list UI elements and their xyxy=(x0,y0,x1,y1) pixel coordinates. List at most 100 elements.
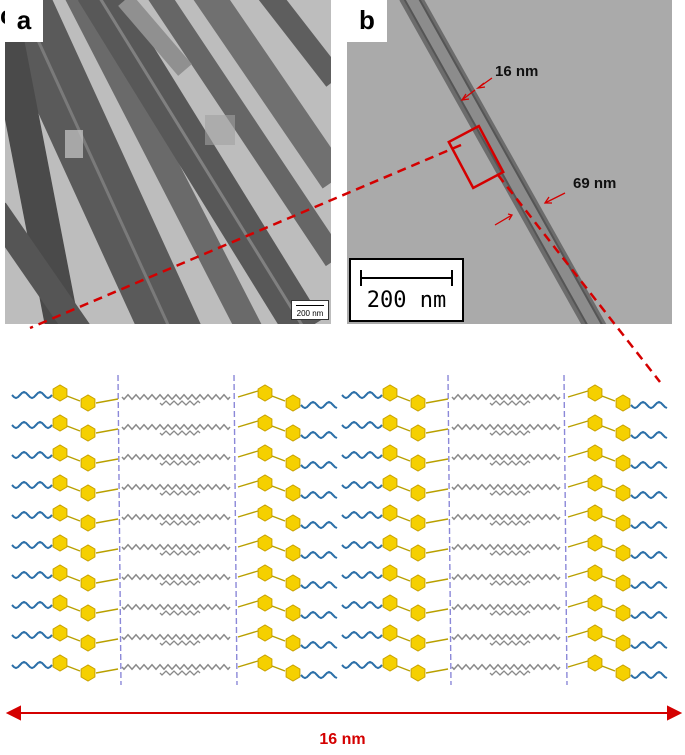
hex-link xyxy=(425,488,449,494)
hex-link xyxy=(396,575,411,582)
alkyl-chain xyxy=(451,483,561,491)
hex-link xyxy=(237,600,259,608)
blue-tail xyxy=(630,640,668,650)
hexagon xyxy=(615,604,631,622)
alkyl-chain xyxy=(489,460,531,466)
alkyl-chain xyxy=(451,393,561,401)
hexagon xyxy=(80,574,96,592)
hexagon xyxy=(52,444,68,462)
hexagon xyxy=(285,484,301,502)
hex-link xyxy=(271,425,286,432)
blue-tail xyxy=(630,610,668,620)
hexagon xyxy=(285,574,301,592)
hexagon xyxy=(410,574,426,592)
hex-link xyxy=(271,395,286,402)
hex-link xyxy=(567,600,589,608)
hexagon xyxy=(52,594,68,612)
hexagon xyxy=(382,474,398,492)
hexagon xyxy=(52,384,68,402)
hexagon xyxy=(257,594,273,612)
panel-label-a: a xyxy=(5,0,43,42)
blue-tail xyxy=(630,400,668,410)
alkyl-chain xyxy=(159,670,201,676)
linker-column xyxy=(563,374,568,686)
blue-tail xyxy=(300,670,338,680)
hex-link xyxy=(567,630,589,638)
hexagon xyxy=(52,624,68,642)
blue-tail xyxy=(300,400,338,410)
alkyl-chain xyxy=(489,580,531,586)
blue-tail xyxy=(341,600,383,610)
blue-tail xyxy=(11,570,53,580)
hex-link xyxy=(95,578,119,584)
width-label-16nm: 16 nm xyxy=(495,63,539,80)
hexagon xyxy=(80,664,96,682)
hexagon xyxy=(410,664,426,682)
hex-link xyxy=(425,458,449,464)
hex-link xyxy=(601,425,616,432)
hexagon xyxy=(587,384,603,402)
blue-tail xyxy=(630,520,668,530)
hex-link xyxy=(237,450,259,458)
blue-tail xyxy=(11,420,53,430)
hexagon xyxy=(382,534,398,552)
hexagon xyxy=(285,454,301,472)
hex-link xyxy=(271,455,286,462)
hexagon xyxy=(80,484,96,502)
alkyl-chain xyxy=(121,633,231,641)
hex-link xyxy=(425,608,449,614)
hexagon xyxy=(257,564,273,582)
hex-link xyxy=(237,510,259,518)
hex-link xyxy=(567,540,589,548)
alkyl-chain xyxy=(159,550,201,556)
hex-link xyxy=(396,425,411,432)
hexagon xyxy=(587,624,603,642)
hex-link xyxy=(425,428,449,434)
hex-link xyxy=(66,665,81,672)
hex-link xyxy=(66,545,81,552)
blue-tail xyxy=(300,520,338,530)
blue-tail xyxy=(300,490,338,500)
blue-tail xyxy=(630,670,668,680)
hexagon xyxy=(257,414,273,432)
hex-link xyxy=(271,545,286,552)
alkyl-chain xyxy=(121,393,231,401)
alkyl-chain xyxy=(489,490,531,496)
hex-link xyxy=(601,515,616,522)
hexagon xyxy=(285,544,301,562)
hexagon xyxy=(52,504,68,522)
alkyl-chain xyxy=(159,400,201,406)
hexagon xyxy=(615,514,631,532)
hexagon xyxy=(587,594,603,612)
blue-tail xyxy=(341,390,383,400)
hexagon xyxy=(52,474,68,492)
hexagon xyxy=(80,514,96,532)
hex-link xyxy=(425,548,449,554)
hexagon xyxy=(257,444,273,462)
alkyl-chain xyxy=(489,400,531,406)
hex-link xyxy=(271,575,286,582)
hexagon xyxy=(80,604,96,622)
hexagon xyxy=(587,444,603,462)
hex-link xyxy=(237,660,259,668)
hex-link xyxy=(396,395,411,402)
alkyl-chain xyxy=(121,513,231,521)
hex-link xyxy=(567,660,589,668)
alkyl-chain xyxy=(451,423,561,431)
hex-link xyxy=(95,608,119,614)
hexagon xyxy=(587,654,603,672)
hex-link xyxy=(66,425,81,432)
blue-tail xyxy=(630,430,668,440)
hex-link xyxy=(95,518,119,524)
blue-tail xyxy=(300,550,338,560)
hex-link xyxy=(567,570,589,578)
hexagon xyxy=(615,484,631,502)
blue-tail xyxy=(11,600,53,610)
hex-link xyxy=(271,635,286,642)
alkyl-chain xyxy=(121,573,231,581)
hex-link xyxy=(396,455,411,462)
hex-link xyxy=(396,485,411,492)
hex-link xyxy=(66,575,81,582)
span-label-16nm: 16 nm xyxy=(319,731,366,748)
alkyl-chain xyxy=(159,520,201,526)
